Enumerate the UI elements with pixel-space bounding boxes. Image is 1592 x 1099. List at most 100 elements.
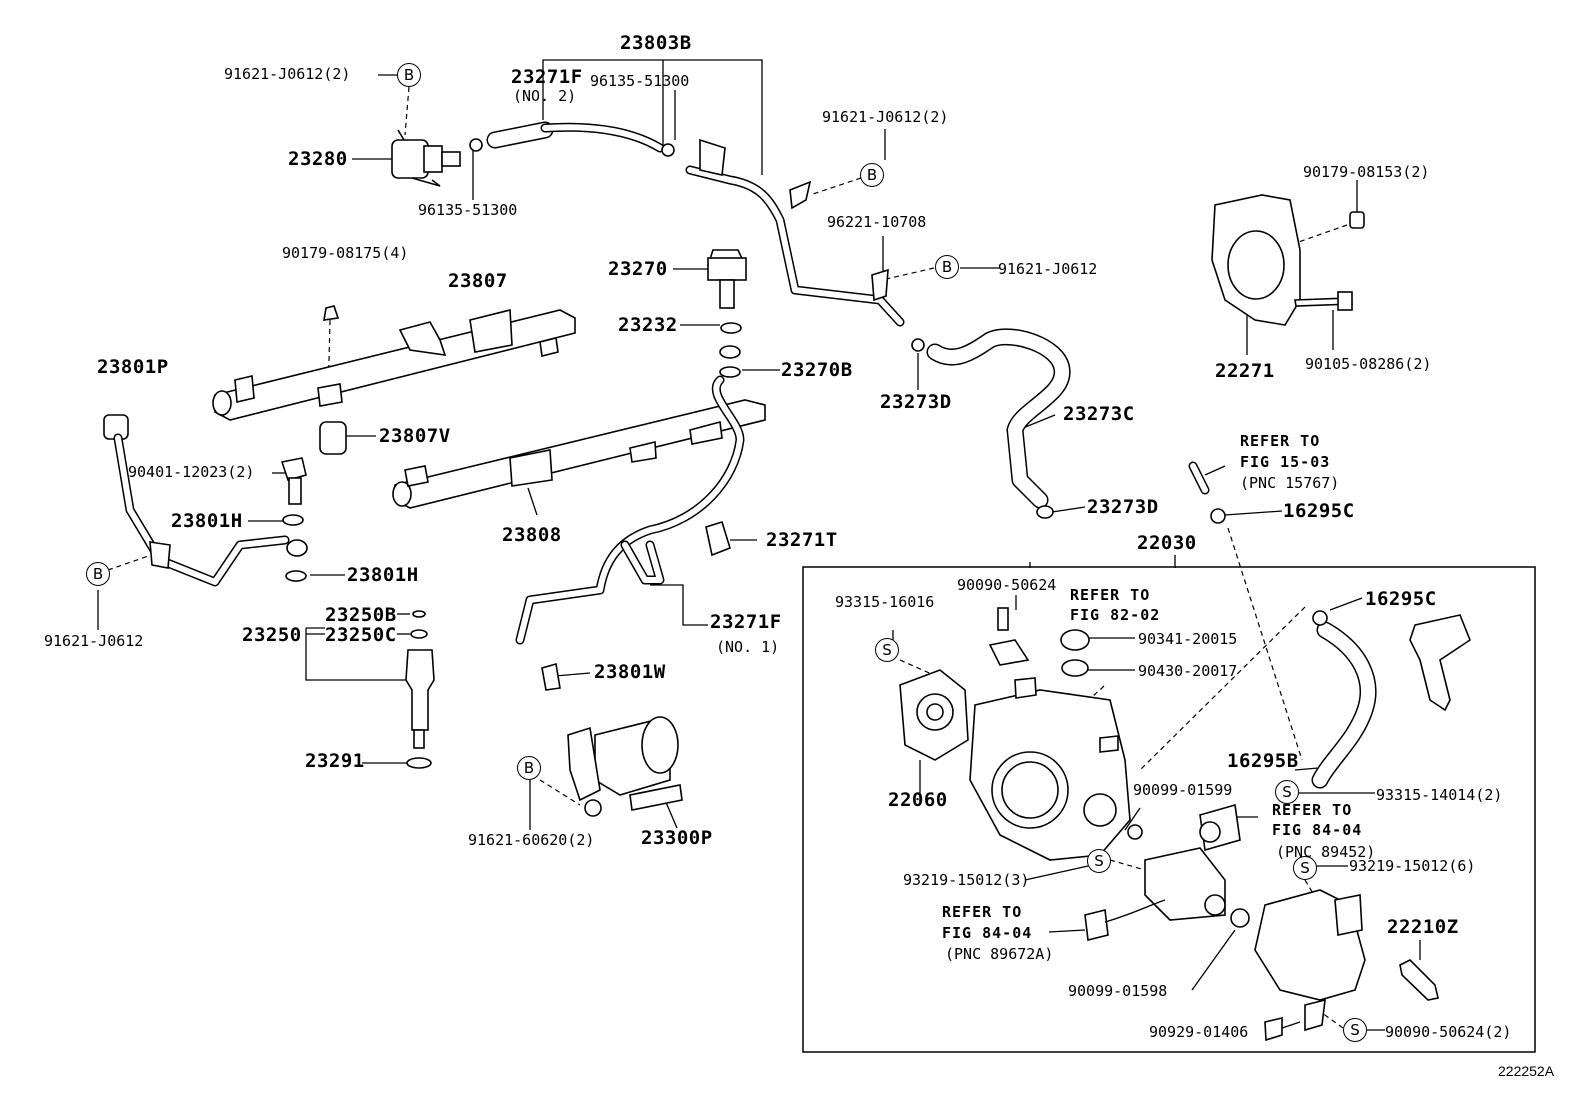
label-91621-j0612-2-mid: 91621-J0612(2) bbox=[822, 108, 949, 126]
label-23270b: 23270B bbox=[781, 359, 853, 381]
label-fig-84-04-b: FIG 84-04 bbox=[942, 924, 1033, 942]
label-16295c-2: 16295C bbox=[1365, 588, 1437, 610]
injector-23250 bbox=[405, 610, 435, 769]
marker-b-top: B bbox=[397, 63, 421, 87]
label-no1: (NO. 1) bbox=[716, 638, 780, 656]
label-23250: 23250 bbox=[242, 624, 302, 646]
label-96135-51300-bot: 96135-51300 bbox=[418, 201, 518, 219]
label-fig-84-04-a: FIG 84-04 bbox=[1272, 821, 1363, 839]
marker-b-left: B bbox=[86, 562, 110, 586]
label-23270: 23270 bbox=[608, 258, 668, 280]
hose-16295b bbox=[1188, 461, 1377, 789]
marker-s-93219-3: S bbox=[1087, 849, 1111, 873]
label-90105-08286: 90105-08286(2) bbox=[1305, 355, 1432, 373]
fuel-hose-23273c bbox=[911, 328, 1071, 519]
label-90099-01599: 90099-01599 bbox=[1133, 781, 1233, 799]
label-refer-to-4: REFER TO bbox=[942, 903, 1023, 921]
label-no2: (NO. 2) bbox=[513, 87, 577, 105]
label-23801h-1: 23801H bbox=[171, 510, 243, 532]
gasket-22271 bbox=[1211, 194, 1365, 326]
clamp-96221 bbox=[871, 268, 889, 302]
sensor-fig-84-04-a bbox=[1199, 803, 1241, 852]
pressure-regulator-23300p bbox=[567, 716, 683, 817]
label-23250b: 23250B bbox=[325, 604, 397, 626]
marker-b-upper-right: B bbox=[860, 163, 884, 187]
label-pnc-15767: (PNC 15767) bbox=[1240, 474, 1340, 492]
label-23280: 23280 bbox=[288, 148, 348, 170]
label-93315-14014: 93315-14014(2) bbox=[1376, 786, 1503, 804]
label-pnc-89452: (PNC 89452) bbox=[1276, 843, 1376, 861]
label-23300p: 23300P bbox=[641, 827, 713, 849]
label-93315-16016: 93315-16016 bbox=[835, 593, 935, 611]
fuel-rail-23808 bbox=[392, 399, 766, 509]
fuel-hose-upper bbox=[486, 121, 905, 327]
label-91621-j0612-right: 91621-J0612 bbox=[998, 260, 1098, 278]
sensor-22210z bbox=[1399, 959, 1439, 1001]
label-23803b: 23803B bbox=[620, 32, 692, 54]
label-23250c: 23250C bbox=[325, 624, 397, 646]
label-22060: 22060 bbox=[888, 789, 948, 811]
label-91621-j0612-2-top: 91621-J0612(2) bbox=[224, 65, 351, 83]
label-refer-to-1: REFER TO bbox=[1240, 432, 1321, 450]
label-93219-15012-3: 93219-15012(3) bbox=[903, 871, 1030, 889]
label-90929-01406: 90929-01406 bbox=[1149, 1023, 1249, 1041]
throttle-body-lower bbox=[1254, 889, 1366, 1042]
label-22271: 22271 bbox=[1215, 360, 1275, 382]
marker-s-93219-6: S bbox=[1293, 856, 1317, 880]
label-90179-08153: 90179-08153(2) bbox=[1303, 163, 1430, 181]
marker-s-93315-16016: S bbox=[875, 638, 899, 662]
label-90341-20015: 90341-20015 bbox=[1138, 630, 1238, 648]
insulator-23807v bbox=[319, 421, 347, 455]
label-refer-to-3: REFER TO bbox=[1272, 801, 1353, 819]
label-96221-10708: 96221-10708 bbox=[827, 213, 927, 231]
label-23808: 23808 bbox=[502, 524, 562, 546]
label-90090-50624-top: 90090-50624 bbox=[957, 576, 1057, 594]
label-91621-j0612-left: 91621-J0612 bbox=[44, 632, 144, 650]
label-23273c: 23273C bbox=[1063, 403, 1135, 425]
plug-90341 bbox=[1060, 629, 1143, 840]
label-22210z: 22210Z bbox=[1387, 916, 1459, 938]
label-23271f-top: 23271F bbox=[511, 66, 583, 88]
marker-s-93315-14014: S bbox=[1275, 780, 1299, 804]
label-90401-12023: 90401-12023(2) bbox=[128, 463, 255, 481]
label-23271t: 23271T bbox=[766, 529, 838, 551]
label-23291: 23291 bbox=[305, 750, 365, 772]
label-refer-to-2: REFER TO bbox=[1070, 586, 1151, 604]
label-90099-01598: 90099-01598 bbox=[1068, 982, 1168, 1000]
throttle-body-assembly-box bbox=[802, 566, 1536, 1053]
fuel-pipe-23801p bbox=[103, 414, 290, 587]
fuel-rail-23807 bbox=[212, 305, 576, 421]
drawing-number: 222252A bbox=[1498, 1063, 1555, 1079]
label-16295b: 16295B bbox=[1227, 750, 1299, 772]
marker-b-clamp: B bbox=[935, 255, 959, 279]
label-23807: 23807 bbox=[448, 270, 508, 292]
throttle-position-sensor-22060 bbox=[899, 669, 969, 761]
marker-s-90090-2: S bbox=[1343, 1018, 1367, 1042]
label-pnc-89672a: (PNC 89672A) bbox=[945, 945, 1054, 963]
label-23271f-bot: 23271F bbox=[710, 611, 782, 633]
label-23801h-2: 23801H bbox=[347, 564, 419, 586]
wire-harness bbox=[1409, 614, 1471, 712]
label-23807v: 23807V bbox=[379, 425, 451, 447]
label-91621-60620: 91621-60620(2) bbox=[468, 831, 595, 849]
label-22030: 22030 bbox=[1137, 532, 1197, 554]
fuel-pressure-damper-23280 bbox=[391, 129, 483, 187]
bolt-90401 bbox=[280, 457, 308, 582]
idle-speed-control-valve bbox=[1084, 847, 1250, 941]
label-90430-20017: 90430-20017 bbox=[1138, 662, 1238, 680]
label-fig-82-02: FIG 82-02 bbox=[1070, 606, 1161, 624]
fuel-pipe-23271f-no1 bbox=[515, 375, 745, 691]
label-23273d-bot: 23273D bbox=[1087, 496, 1159, 518]
throttle-body bbox=[969, 607, 1131, 861]
leader-lines bbox=[97, 59, 1421, 1033]
label-23273d-top: 23273D bbox=[880, 391, 952, 413]
label-96135-51300-top: 96135-51300 bbox=[590, 72, 690, 90]
label-23232: 23232 bbox=[618, 314, 678, 336]
label-93219-15012-6: 93219-15012(6) bbox=[1349, 857, 1476, 875]
pulsation-damper-23270 bbox=[706, 249, 747, 378]
label-fig-15-03: FIG 15-03 bbox=[1240, 453, 1331, 471]
label-90090-50624-bot: 90090-50624(2) bbox=[1385, 1023, 1512, 1041]
label-23801w: 23801W bbox=[594, 661, 666, 683]
